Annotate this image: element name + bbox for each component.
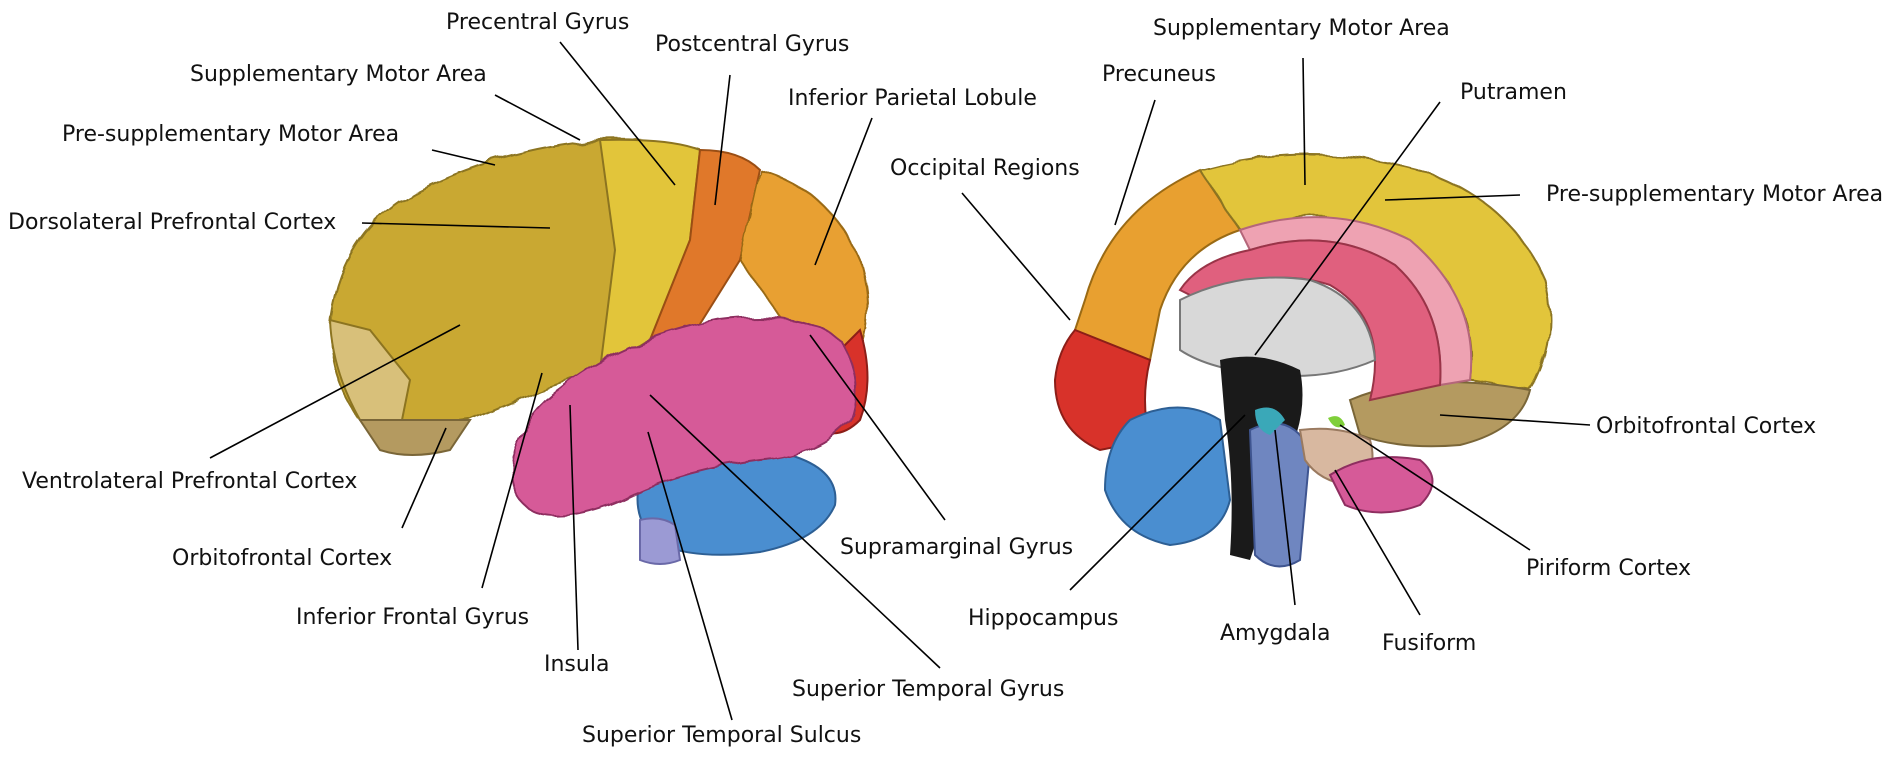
leader-supramarginal-gyrus bbox=[809, 334, 946, 521]
leader-dorsolateral-prefrontal bbox=[361, 222, 551, 229]
medial-cerebellum bbox=[1103, 406, 1232, 547]
leader-superior-temporal-gyrus bbox=[649, 394, 941, 669]
leader-insula bbox=[569, 404, 579, 651]
leader-supplementary-motor-area-med bbox=[1302, 57, 1306, 186]
label-inferior-parietal-lobule: Inferior Parietal Lobule bbox=[788, 86, 1037, 111]
label-piriform-cortex: Piriform Cortex bbox=[1526, 556, 1691, 581]
label-dorsolateral-prefrontal-cortex: Dorsolateral Prefrontal Cortex bbox=[8, 210, 337, 235]
medial-brain bbox=[1053, 154, 1551, 568]
medial-occipital bbox=[1053, 328, 1152, 452]
leader-inferior-frontal-gyrus bbox=[481, 372, 543, 589]
leader-amygdala bbox=[1274, 429, 1296, 606]
label-occipital-regions: Occipital Regions bbox=[890, 156, 1080, 181]
leader-supplementary-motor-area-lat bbox=[494, 94, 581, 141]
label-superior-temporal-gyrus: Superior Temporal Gyrus bbox=[792, 677, 1065, 702]
leader-inferior-parietal-lobule bbox=[814, 117, 873, 266]
medial-temporal-pink bbox=[1328, 456, 1434, 514]
label-putramen: Putramen bbox=[1460, 80, 1567, 105]
leader-precuneus bbox=[1114, 99, 1156, 226]
label-orbitofrontal-cortex-lateral: Orbitofrontal Cortex bbox=[172, 546, 393, 571]
label-pre-supplementary-motor-area-medial: Pre-supplementary Motor Area bbox=[1546, 182, 1884, 207]
leader-pre-supplementary-motor-area-med bbox=[1384, 194, 1521, 201]
label-ventrolateral-prefrontal-cortex: Ventrolateral Prefrontal Cortex bbox=[22, 469, 358, 494]
leader-postcentral-gyrus bbox=[714, 74, 731, 206]
leader-occipital-regions bbox=[961, 192, 1071, 321]
label-postcentral-gyrus: Postcentral Gyrus bbox=[655, 32, 850, 57]
label-inferior-frontal-gyrus: Inferior Frontal Gyrus bbox=[296, 605, 530, 630]
leader-orbitofrontal-lat bbox=[401, 427, 447, 529]
leader-precentral-gyrus bbox=[559, 41, 676, 186]
label-supplementary-motor-area-medial: Supplementary Motor Area bbox=[1153, 16, 1450, 41]
leader-putramen bbox=[1254, 101, 1441, 356]
leader-ventrolateral-prefrontal bbox=[209, 324, 461, 459]
label-fusiform: Fusiform bbox=[1382, 631, 1477, 656]
label-pre-supplementary-motor-area-lateral: Pre-supplementary Motor Area bbox=[62, 122, 400, 147]
lateral-orbitofrontal bbox=[358, 419, 472, 456]
medial-amygdala bbox=[1255, 407, 1285, 435]
medial-hippocampus bbox=[1248, 422, 1312, 568]
lateral-temporal bbox=[511, 316, 857, 517]
leader-lines bbox=[209, 41, 1591, 721]
lateral-brainstem bbox=[639, 517, 682, 565]
label-superior-temporal-sulcus: Superior Temporal Sulcus bbox=[582, 723, 862, 748]
label-orbitofrontal-cortex-medial: Orbitofrontal Cortex bbox=[1596, 414, 1817, 439]
leader-piriform-cortex bbox=[1339, 424, 1531, 551]
leader-fusiform bbox=[1334, 469, 1421, 616]
lateral-brain bbox=[328, 138, 869, 565]
medial-piriform bbox=[1328, 416, 1345, 428]
leader-orbitofrontal-med bbox=[1439, 414, 1591, 426]
label-supramarginal-gyrus: Supramarginal Gyrus bbox=[840, 535, 1074, 560]
leader-hippocampus bbox=[1069, 414, 1246, 591]
label-precuneus: Precuneus bbox=[1102, 62, 1216, 87]
leader-pre-supplementary-motor-area-lat bbox=[431, 149, 496, 166]
label-hippocampus: Hippocampus bbox=[968, 606, 1119, 631]
label-insula: Insula bbox=[544, 652, 610, 677]
label-supplementary-motor-area-lateral: Supplementary Motor Area bbox=[190, 62, 487, 87]
label-precentral-gyrus: Precentral Gyrus bbox=[446, 10, 630, 35]
label-amygdala: Amygdala bbox=[1220, 621, 1331, 646]
leader-superior-temporal-sulcus bbox=[647, 431, 733, 721]
